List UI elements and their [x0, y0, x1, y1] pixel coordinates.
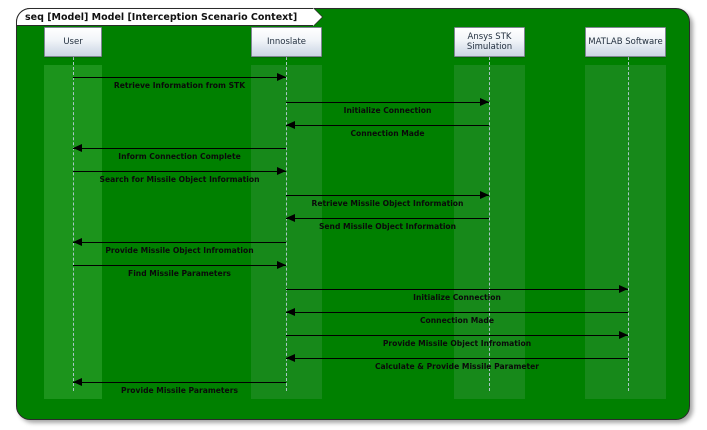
- arrowhead-left-icon: [73, 378, 82, 387]
- arrowhead-left-icon: [73, 238, 82, 247]
- lifeline-user: [73, 57, 74, 391]
- message-line: [73, 265, 286, 266]
- message-line: [286, 218, 489, 219]
- message-label: Retrieve Missile Object Information: [311, 199, 464, 208]
- message-line: [286, 195, 489, 196]
- message-label: Initialize Connection: [343, 106, 432, 115]
- arrowhead-right-icon: [619, 331, 628, 340]
- message-line: [286, 335, 628, 336]
- lifeline-head-ansys[interactable]: Ansys STK Simulation: [454, 27, 525, 57]
- lifeline-band-matlab: [585, 65, 666, 399]
- arrowhead-right-icon: [619, 285, 628, 294]
- lifeline-head-user[interactable]: User: [44, 27, 102, 57]
- message-label: Inform Connection Complete: [118, 152, 241, 161]
- message-label: Initialize Connection: [413, 293, 501, 302]
- lifeline-ansys: [489, 57, 490, 391]
- message-line: [73, 77, 286, 78]
- arrowhead-right-icon: [277, 73, 286, 82]
- message-label: Calculate & Provide Missile Parameter: [374, 362, 540, 371]
- message-line: [286, 102, 489, 103]
- lifeline-innoslate: [286, 57, 287, 391]
- message-line: [286, 289, 628, 290]
- message-label: Connection Made: [419, 316, 495, 325]
- diagram-title: seq [Model] Model [Interception Scenario…: [16, 8, 314, 26]
- message-line: [286, 125, 489, 126]
- diagram-frame: User Innoslate Ansys STK Simulation MATLAB …: [16, 8, 690, 420]
- message-label: Retrieve Information from STK: [113, 81, 246, 90]
- message-label: Provide Missile Parameters: [121, 386, 238, 395]
- arrowhead-left-icon: [73, 144, 82, 153]
- arrowhead-right-icon: [480, 191, 489, 200]
- message-label: Search for Missile Object Information: [99, 175, 260, 184]
- arrowhead-right-icon: [480, 98, 489, 107]
- message-label: Find Missile Parameters: [128, 269, 231, 278]
- arrowhead-left-icon: [286, 121, 295, 130]
- message-line: [73, 148, 286, 149]
- message-line: [73, 171, 286, 172]
- message-label: Send Missile Object Information: [318, 222, 457, 231]
- message-line: [286, 358, 628, 359]
- message-label: Connection Made: [350, 129, 425, 138]
- message-line: [73, 382, 286, 383]
- lifeline-matlab: [628, 57, 629, 391]
- arrowhead-left-icon: [286, 308, 295, 317]
- arrowhead-right-icon: [277, 167, 286, 176]
- message-line: [286, 312, 628, 313]
- message-label: Provide Missile Object Infromation: [382, 339, 532, 348]
- lifeline-head-matlab[interactable]: MATLAB Software: [585, 27, 666, 57]
- message-line: [73, 242, 286, 243]
- arrowhead-right-icon: [277, 261, 286, 270]
- arrowhead-left-icon: [286, 354, 295, 363]
- message-label: Provide Missile Object Infromation: [105, 246, 254, 255]
- arrowhead-left-icon: [286, 214, 295, 223]
- lifeline-head-innoslate[interactable]: Innoslate: [251, 27, 322, 57]
